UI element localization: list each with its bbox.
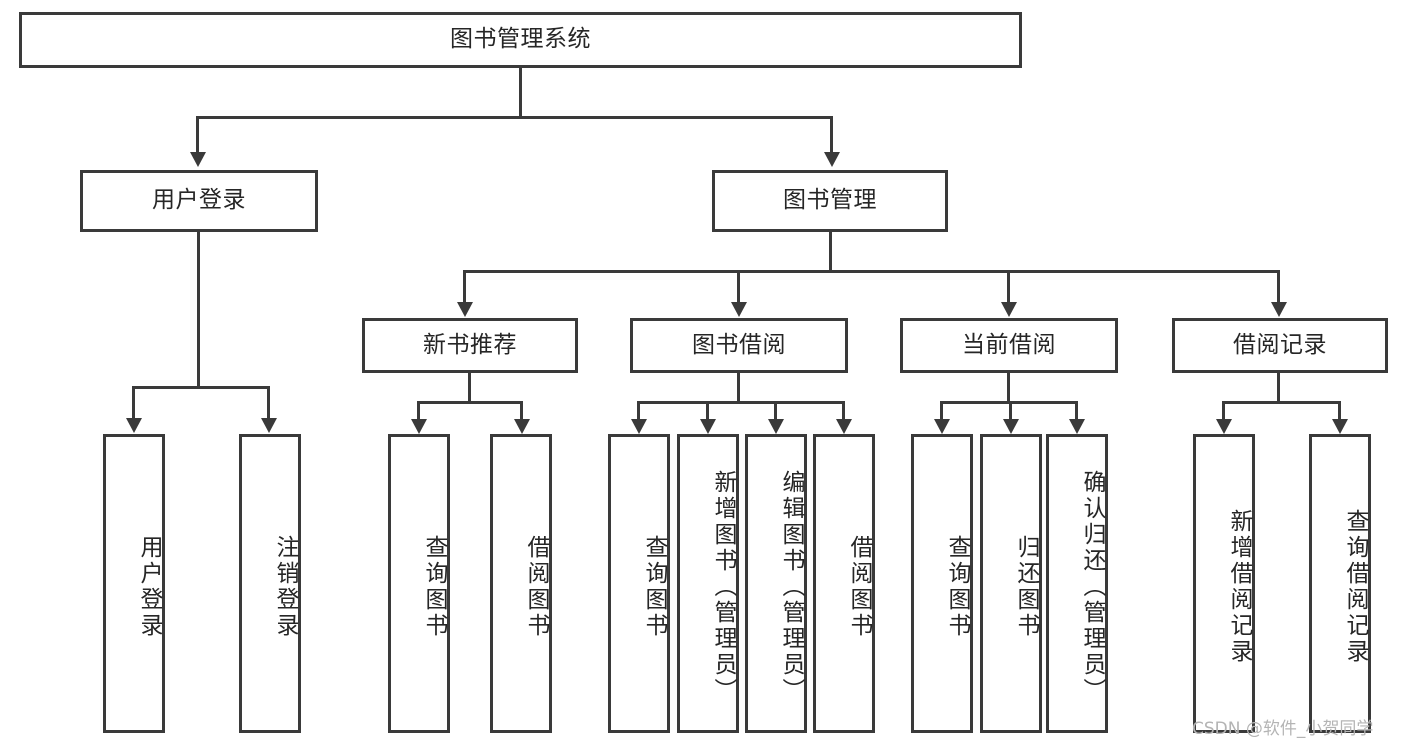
- leaf-new-book-recommend-0[interactable]: 查询图书: [388, 434, 450, 733]
- node-new-book-recommend[interactable]: 新书推荐: [362, 318, 578, 373]
- edge-new-book-recommend-to-leaf-1: [520, 401, 523, 419]
- edge-root-bus: [196, 116, 833, 119]
- leaf-borrow-record-0[interactable]: 新增借阅记录: [1193, 434, 1255, 733]
- edge-book-management-to-tier2-1: [737, 270, 740, 302]
- edge-book-borrow-to-leaf-1: [706, 401, 709, 419]
- edge-borrow-record-bus: [1222, 401, 1340, 404]
- leaf-label: 注销登录: [272, 534, 298, 639]
- arrow-current-borrow-to-leaf-0: [934, 419, 950, 434]
- edge-current-borrow-to-leaf-1: [1009, 401, 1012, 419]
- arrow-current-borrow-to-leaf-1: [1003, 419, 1019, 434]
- arrow-user-login-to-leaf-1: [261, 418, 277, 433]
- edge-book-borrow-stem: [737, 373, 740, 401]
- arrow-new-book-recommend-to-leaf-0: [411, 419, 427, 434]
- node-root-book-management-system[interactable]: 图书管理系统: [19, 12, 1022, 68]
- edge-borrow-record-to-leaf-1: [1338, 401, 1341, 419]
- edge-new-book-recommend-stem: [468, 373, 471, 401]
- arrow-borrow-record-to-leaf-1: [1332, 419, 1348, 434]
- node-label: 图书借阅: [692, 331, 786, 358]
- arrow-root-to-book-management: [824, 152, 840, 167]
- leaf-user-login-0[interactable]: 用户登录: [103, 434, 165, 733]
- leaf-label: 借阅图书: [846, 534, 872, 639]
- leaf-book-borrow-2[interactable]: 编辑图书（管理员）: [745, 434, 807, 733]
- node-book-management[interactable]: 图书管理: [712, 170, 948, 232]
- leaf-label: 用户登录: [136, 534, 162, 639]
- arrow-book-borrow-to-leaf-0: [631, 419, 647, 434]
- edge-user-login-to-leaf-0: [132, 386, 135, 418]
- leaf-book-borrow-1[interactable]: 新增图书（管理员）: [677, 434, 739, 733]
- arrow-root-to-user-login: [190, 152, 206, 167]
- edge-book-management-to-tier2-2: [1007, 270, 1010, 302]
- leaf-label: 查询借阅记录: [1342, 508, 1368, 665]
- edge-borrow-record-stem: [1277, 373, 1280, 401]
- node-book-borrow[interactable]: 图书借阅: [630, 318, 848, 373]
- edge-book-borrow-to-leaf-0: [637, 401, 640, 419]
- leaf-label: 新增图书（管理员）: [710, 469, 736, 704]
- leaf-label: 编辑图书（管理员）: [778, 469, 804, 704]
- edge-user-login-bus: [132, 386, 270, 389]
- leaf-book-borrow-0[interactable]: 查询图书: [608, 434, 670, 733]
- edge-book-borrow-bus: [637, 401, 845, 404]
- edge-new-book-recommend-bus: [417, 401, 523, 404]
- arrow-current-borrow-to-leaf-2: [1069, 419, 1085, 434]
- node-borrow-record[interactable]: 借阅记录: [1172, 318, 1388, 373]
- leaf-user-login-1[interactable]: 注销登录: [239, 434, 301, 733]
- csdn-watermark: CSDN @软件_小贺同学: [1192, 719, 1374, 739]
- edge-book-borrow-to-leaf-3: [842, 401, 845, 419]
- leaf-borrow-record-1[interactable]: 查询借阅记录: [1309, 434, 1371, 733]
- leaf-current-borrow-1[interactable]: 归还图书: [980, 434, 1042, 733]
- edge-root-stem: [519, 68, 522, 116]
- edge-book-management-to-tier2-0: [463, 270, 466, 302]
- arrow-book-management-to-tier2-3: [1271, 302, 1287, 317]
- leaf-label: 归还图书: [1013, 534, 1039, 639]
- edge-book-borrow-to-leaf-2: [774, 401, 777, 419]
- leaf-label: 查询图书: [944, 534, 970, 639]
- node-current-borrow[interactable]: 当前借阅: [900, 318, 1118, 373]
- arrow-book-management-to-tier2-0: [457, 302, 473, 317]
- edge-book-management-to-tier2-3: [1277, 270, 1280, 302]
- edge-borrow-record-to-leaf-0: [1222, 401, 1225, 419]
- leaf-label: 查询图书: [641, 534, 667, 639]
- node-label: 用户登录: [152, 187, 246, 214]
- edge-current-borrow-stem: [1007, 373, 1010, 401]
- arrow-borrow-record-to-leaf-0: [1216, 419, 1232, 434]
- leaf-label: 查询图书: [421, 534, 447, 639]
- leaf-current-borrow-0[interactable]: 查询图书: [911, 434, 973, 733]
- edge-book-management-bus: [463, 270, 1280, 273]
- arrow-book-borrow-to-leaf-1: [700, 419, 716, 434]
- edge-current-borrow-to-leaf-0: [940, 401, 943, 419]
- arrow-book-borrow-to-leaf-2: [768, 419, 784, 434]
- edge-user-login-stem: [197, 232, 200, 386]
- leaf-label: 借阅图书: [523, 534, 549, 639]
- edge-current-borrow-to-leaf-2: [1075, 401, 1078, 419]
- node-label: 借阅记录: [1233, 331, 1327, 358]
- leaf-label: 新增借阅记录: [1226, 508, 1252, 665]
- node-user-login[interactable]: 用户登录: [80, 170, 318, 232]
- edge-root-to-book-management: [830, 116, 833, 152]
- edge-user-login-to-leaf-1: [267, 386, 270, 418]
- node-label: 图书管理: [783, 187, 877, 214]
- node-label: 图书管理系统: [450, 26, 591, 53]
- edge-root-to-user-login: [196, 116, 199, 152]
- node-label: 新书推荐: [423, 331, 517, 358]
- arrow-book-borrow-to-leaf-3: [836, 419, 852, 434]
- node-label: 当前借阅: [962, 331, 1056, 358]
- arrow-book-management-to-tier2-2: [1001, 302, 1017, 317]
- leaf-book-borrow-3[interactable]: 借阅图书: [813, 434, 875, 733]
- edge-book-management-stem: [829, 232, 832, 270]
- leaf-label: 确认归还（管理员）: [1079, 469, 1105, 704]
- edge-new-book-recommend-to-leaf-0: [417, 401, 420, 419]
- arrow-book-management-to-tier2-1: [731, 302, 747, 317]
- leaf-new-book-recommend-1[interactable]: 借阅图书: [490, 434, 552, 733]
- arrow-new-book-recommend-to-leaf-1: [514, 419, 530, 434]
- leaf-current-borrow-2[interactable]: 确认归还（管理员）: [1046, 434, 1108, 733]
- arrow-user-login-to-leaf-0: [126, 418, 142, 433]
